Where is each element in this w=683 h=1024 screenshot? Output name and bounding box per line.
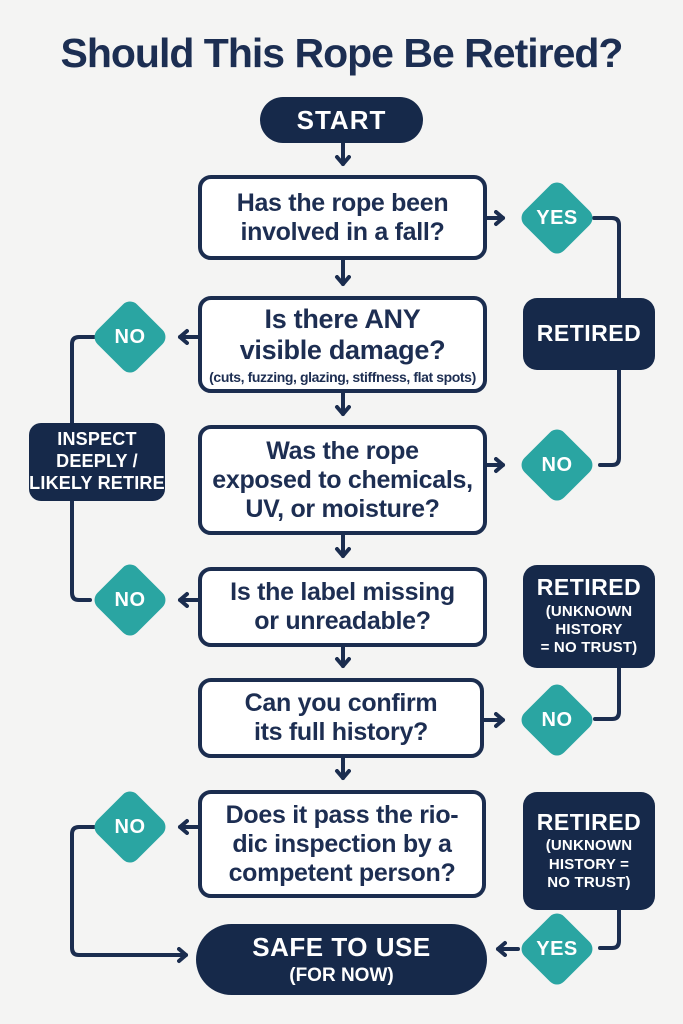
safe-to-use-label: SAFE TO USE — [252, 932, 431, 962]
safe-to-use-sub: (FOR NOW) — [289, 965, 394, 986]
retired-unknown-2-title: RETIRED — [536, 808, 642, 835]
question-box-fall: Has the rope been involved in a fall? — [198, 175, 487, 260]
decision-yes-safe-label: YES — [536, 937, 578, 960]
question-inspection-text: Does it pass the rio- dic inspection by … — [225, 800, 459, 887]
question-box-label: Is the label missing or unreadable? — [198, 567, 487, 647]
inspect-deeply-box: INSPECT DEEPLY / LIKELY RETIRE — [29, 423, 165, 501]
decision-diamond-no-history: NO — [517, 680, 597, 760]
start-label: START — [296, 104, 387, 135]
retired-box-fall: RETIRED — [523, 298, 655, 370]
question-chemicals-text: Was the rope exposed to chemicals, UV, o… — [212, 436, 473, 523]
decision-no-damage-label: NO — [114, 325, 146, 348]
retired-unknown-1-title: RETIRED — [536, 574, 642, 601]
question-box-chemicals: Was the rope exposed to chemicals, UV, o… — [198, 425, 487, 535]
decision-diamond-no-chemicals: NO — [517, 425, 597, 505]
inspect-deeply-label: INSPECT DEEPLY / LIKELY RETIRE — [29, 429, 165, 493]
decision-diamond-yes-safe: YES — [517, 909, 597, 989]
decision-yes-fall-label: YES — [536, 206, 578, 229]
question-label-text: Is the label missing or unreadable? — [230, 578, 455, 635]
retired-unknown-box-1: RETIRED (UNKNOWN HISTORY = NO TRUST) — [523, 565, 655, 668]
decision-diamond-no-damage: NO — [90, 297, 170, 377]
retired-unknown-1-sub: (UNKNOWN HISTORY = NO TRUST) — [540, 602, 638, 657]
decision-no-inspection-label: NO — [114, 815, 146, 838]
question-box-inspection: Does it pass the rio- dic inspection by … — [198, 790, 486, 898]
safe-to-use-node: SAFE TO USE (FOR NOW) — [196, 924, 487, 995]
question-damage-text: Is there ANY visible damage? — [239, 303, 446, 365]
question-box-damage: Is there ANY visible damage? (cuts, fuzz… — [198, 296, 487, 393]
retired-unknown-2-sub: (UNKNOWN HISTORY = NO TRUST) — [545, 837, 633, 891]
decision-diamond-yes-fall: YES — [517, 178, 597, 258]
decision-diamond-no-label: NO — [90, 560, 170, 640]
question-box-history: Can you confirm its full history? — [198, 678, 484, 758]
start-node: START — [260, 97, 423, 143]
decision-no-label-label: NO — [114, 588, 146, 611]
retired-fall-label: RETIRED — [536, 320, 642, 347]
question-damage-note: (cuts, fuzzing, glazing, stiffness, flat… — [209, 369, 476, 386]
retired-unknown-box-2: RETIRED (UNKNOWN HISTORY = NO TRUST) — [523, 792, 655, 910]
question-fall-text: Has the rope been involved in a fall? — [236, 188, 449, 246]
decision-no-chemicals-label: NO — [541, 453, 573, 476]
page-title: Should This Rope Be Retired? — [60, 30, 624, 76]
question-history-text: Can you confirm its full history? — [244, 689, 438, 746]
decision-diamond-no-inspection: NO — [90, 787, 170, 867]
decision-no-history-label: NO — [541, 708, 573, 731]
